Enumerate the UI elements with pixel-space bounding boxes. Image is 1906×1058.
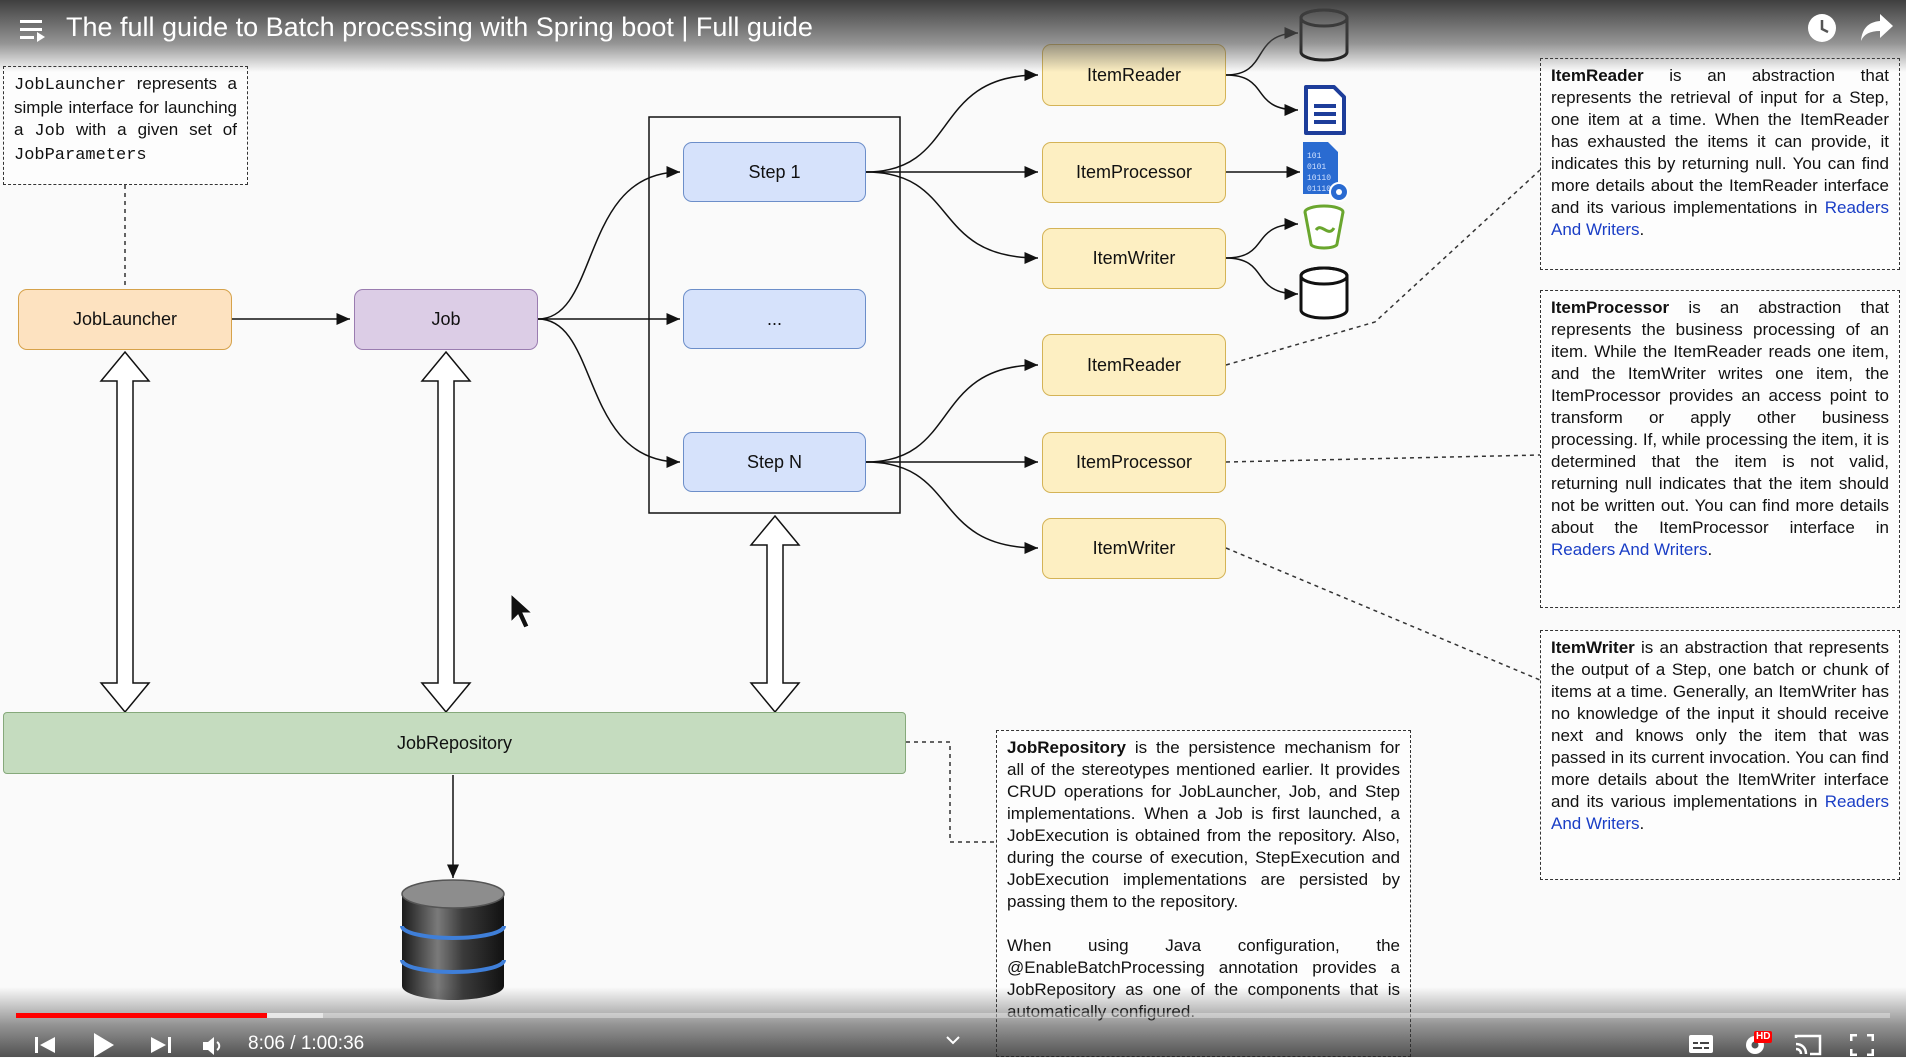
note-term: ItemProcessor: [1551, 298, 1670, 317]
share-icon[interactable]: [1860, 12, 1894, 42]
svg-text:10110: 10110: [1307, 174, 1331, 183]
item-reader-box-2: ItemReader: [1042, 334, 1226, 396]
item-writer-label: ItemWriter: [1092, 538, 1176, 558]
note-text: is an abstraction that represents the re…: [1551, 66, 1889, 217]
subtitles-icon[interactable]: [1688, 1034, 1714, 1054]
note-text: represents a simple interface for launch…: [14, 74, 237, 139]
note-text: .: [1639, 814, 1645, 833]
database-server-icon: [400, 879, 506, 1000]
progress-track[interactable]: [16, 1013, 1890, 1018]
item-writer-label: ItemWriter: [1092, 248, 1176, 268]
skip-next-icon[interactable]: [149, 1035, 173, 1055]
readers-writers-link[interactable]: Readers And Writers: [1551, 792, 1889, 833]
note-text: with a given set of: [65, 120, 237, 139]
job-box: Job: [354, 289, 538, 350]
database-icon: [1299, 266, 1349, 320]
job-launcher-note: JobLauncher represents a simple interfac…: [3, 66, 248, 185]
play-icon[interactable]: [92, 1032, 116, 1058]
skip-previous-icon[interactable]: [34, 1035, 58, 1055]
note-term: ItemWriter: [1551, 638, 1635, 657]
document-icon: [1304, 85, 1346, 135]
step-mid-box: ...: [683, 289, 866, 349]
note-text: is an abstraction that represents the bu…: [1551, 298, 1889, 537]
item-writer-box-1: ItemWriter: [1042, 228, 1226, 289]
bucket-icon: [1303, 204, 1345, 250]
item-processor-label: ItemProcessor: [1075, 162, 1193, 182]
chevron-down-icon[interactable]: [945, 1034, 961, 1046]
note-term: JobRepository: [1007, 738, 1127, 757]
binary-file-icon: 101 0101 10110 01110: [1303, 142, 1349, 202]
note-text: is the persistence mechanism for all of …: [1007, 738, 1400, 911]
stepN-box: Step N: [683, 432, 866, 492]
time-separator: /: [284, 1033, 301, 1054]
menu-icon[interactable]: [20, 18, 46, 42]
item-reader-note: ItemReader is an abstraction that repres…: [1540, 58, 1900, 270]
job-label: Job: [431, 309, 461, 329]
job-repository-label: JobRepository: [396, 732, 513, 753]
time-current: 8:06: [248, 1033, 285, 1054]
readers-writers-link[interactable]: Readers And Writers: [1551, 540, 1708, 559]
note-code: JobParameters: [14, 146, 147, 165]
svg-text:101: 101: [1307, 152, 1322, 161]
item-reader-label: ItemReader: [1086, 354, 1182, 375]
job-launcher-label: JobLauncher: [72, 309, 178, 329]
note-text: is an abstraction that represents the ou…: [1551, 638, 1889, 811]
player-top-bar: [0, 0, 1906, 72]
job-launcher-box: JobLauncher: [18, 289, 232, 350]
time-total: 1:00:36: [300, 1033, 365, 1054]
step1-box: Step 1: [683, 142, 866, 202]
progress-played: [16, 1013, 268, 1018]
item-processor-box-1: ItemProcessor: [1042, 142, 1226, 203]
note-text: .: [1639, 220, 1645, 239]
fullscreen-icon[interactable]: [1850, 1034, 1874, 1056]
clock-icon[interactable]: [1806, 12, 1838, 44]
step1-label: Step 1: [748, 161, 801, 182]
volume-icon[interactable]: [202, 1035, 226, 1057]
item-processor-note: ItemProcessor is an abstraction that rep…: [1540, 290, 1900, 608]
note-code: JobLauncher: [14, 76, 127, 95]
note-code: Job: [34, 122, 66, 141]
stepN-label: Step N: [746, 451, 803, 472]
step-mid-label: ...: [766, 308, 782, 329]
hd-badge: HD: [1754, 1031, 1773, 1043]
item-processor-box-2: ItemProcessor: [1042, 432, 1226, 493]
item-processor-label: ItemProcessor: [1075, 452, 1193, 472]
svg-text:01110: 01110: [1307, 185, 1331, 194]
cast-icon[interactable]: [1794, 1034, 1822, 1056]
job-repository-box: JobRepository: [3, 712, 906, 774]
item-writer-box-2: ItemWriter: [1042, 518, 1226, 579]
player-bottom-bar: [0, 987, 1906, 1057]
video-title[interactable]: The full guide to Batch processing with …: [66, 12, 813, 42]
time-display: 8:06 / 1:00:36: [248, 1033, 364, 1055]
note-text: .: [1707, 540, 1713, 559]
readers-writers-link[interactable]: Readers And Writers: [1551, 198, 1889, 239]
svg-text:0101: 0101: [1307, 163, 1326, 172]
item-writer-note: ItemWriter is an abstraction that repres…: [1540, 630, 1900, 880]
